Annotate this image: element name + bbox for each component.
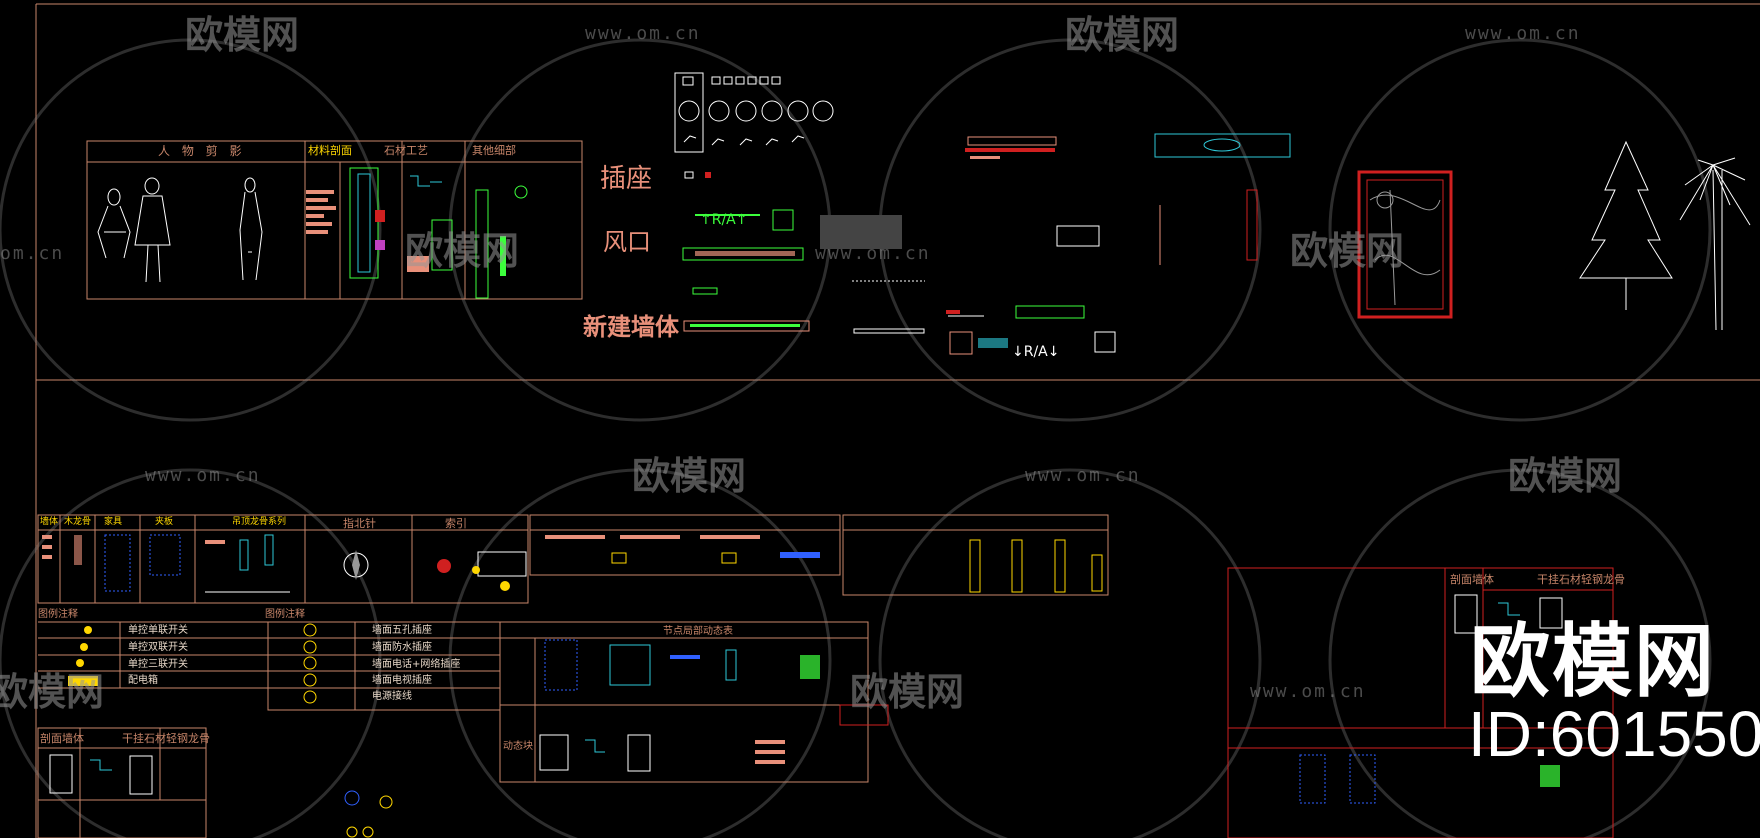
watermark-brand: 欧模网 bbox=[185, 13, 300, 57]
component-library-table[interactable] bbox=[37, 514, 1109, 604]
figure-silhouette-table[interactable] bbox=[86, 140, 583, 300]
col-header-compass: 指北针 bbox=[343, 517, 376, 530]
svg-text:↓R/A↓: ↓R/A↓ bbox=[1012, 344, 1059, 360]
watermark-brand: 欧模网 bbox=[632, 454, 747, 498]
materials-heading: 材料剖面 bbox=[308, 144, 352, 157]
watermark-brand: 欧模网 bbox=[850, 670, 965, 714]
watermark-circles bbox=[0, 38, 1712, 838]
legend-a-heading: 图例注释 bbox=[38, 609, 78, 620]
legend-b-item: 墙面五孔插座 bbox=[372, 625, 432, 636]
legend-a-item: 配电箱 bbox=[128, 675, 158, 686]
switch-symbol-block[interactable] bbox=[674, 72, 834, 153]
watermark-brand: 欧模网 bbox=[1508, 454, 1623, 498]
people-silhouette-icon bbox=[97, 177, 263, 283]
stone-heading: 石材工艺 bbox=[384, 144, 428, 157]
col-header-plywood: 夹板 bbox=[155, 517, 174, 527]
new-wall-label: 新建墙体 bbox=[583, 312, 679, 341]
material-section-swatches bbox=[306, 167, 528, 299]
library-contents bbox=[42, 534, 1103, 593]
section-wall-label: 剖面墙体 bbox=[40, 732, 84, 745]
watermark-url: www.om.cn bbox=[585, 23, 701, 44]
col-header-ceiling-keel: 吊顶龙骨系列 bbox=[232, 517, 287, 527]
col-header-furniture: 家具 bbox=[104, 517, 123, 527]
watermark-url: www.om.cn bbox=[145, 465, 261, 486]
watermark-brand: 欧模网 bbox=[1290, 229, 1405, 273]
legend-b-item: 墙面电话+网络插座 bbox=[372, 659, 461, 670]
col-header-wall: 墙体 bbox=[40, 517, 59, 527]
watermark-url: www.om.cn bbox=[1250, 681, 1366, 702]
watermark-brand: 欧模网 bbox=[405, 229, 520, 273]
svg-text:↑R/A↑: ↑R/A↑ bbox=[700, 212, 747, 228]
watermark-brand: 欧模网 bbox=[1065, 13, 1180, 57]
drawing-frame bbox=[35, 3, 1760, 838]
legend-b-item: 墙面电视插座 bbox=[372, 675, 432, 686]
legend-b-item: 电源接线 bbox=[372, 691, 412, 702]
watermark-url-partial: om.cn bbox=[0, 243, 65, 264]
watermark-url: www.om.cn bbox=[815, 243, 931, 264]
legend-a-item: 单控三联开关 bbox=[128, 659, 188, 670]
decorative-door-panel bbox=[1357, 170, 1453, 319]
legend-tables[interactable] bbox=[37, 567, 1614, 838]
legend-symbols bbox=[49, 594, 1563, 838]
large-watermark-id: ID:601550 bbox=[1468, 698, 1760, 770]
legend-b-item: 墙面防水插座 bbox=[372, 642, 432, 653]
section-wall-label-right: 剖面墙体 bbox=[1450, 573, 1494, 586]
legend-a-item: 单控单联开关 bbox=[128, 625, 188, 636]
col-header-wood-keel: 木龙骨 bbox=[64, 517, 92, 527]
node-table-heading: 节点局部动态表 bbox=[663, 626, 733, 637]
tree-silhouette-icon bbox=[1579, 140, 1751, 331]
figure-silhouette-heading: 人 物 剪 影 bbox=[158, 144, 246, 158]
socket-label: 插座 bbox=[600, 164, 653, 194]
watermark-brand: 欧模网 bbox=[0, 670, 105, 714]
legend-a-item: 单控双联开关 bbox=[128, 642, 188, 653]
dry-hang-label: 干挂石材轻钢龙骨 bbox=[122, 732, 210, 745]
other-detail-heading: 其他细部 bbox=[472, 144, 516, 157]
legend-b-heading: 图例注释 bbox=[265, 609, 305, 620]
watermark-url: www.om.cn bbox=[1025, 465, 1141, 486]
large-watermark-brand: 欧模网 bbox=[1470, 615, 1716, 708]
dry-hang-label-right: 干挂石材轻钢龙骨 bbox=[1537, 573, 1625, 586]
vent-label: 风口 bbox=[603, 228, 651, 256]
col-header-index: 索引 bbox=[445, 517, 467, 530]
vent-wall-details: ↑R/A↑ ↓R/A↓ bbox=[682, 133, 1291, 360]
watermark-url: www.om.cn bbox=[1465, 23, 1581, 44]
dynamic-block-label: 动态块 bbox=[503, 741, 533, 752]
